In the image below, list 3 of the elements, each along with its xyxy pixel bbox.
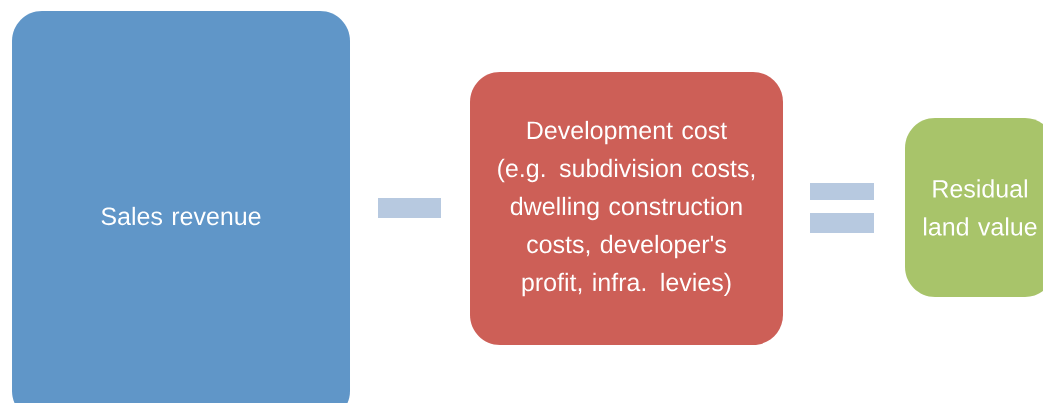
cost-box: Residual land value (905, 118, 1043, 297)
cost-box: Sales revenue (12, 11, 350, 403)
cost-box: Development cost (e.g. subdivision costs, dwelling construction costs, developer's profit, infra. levies) (470, 72, 783, 345)
